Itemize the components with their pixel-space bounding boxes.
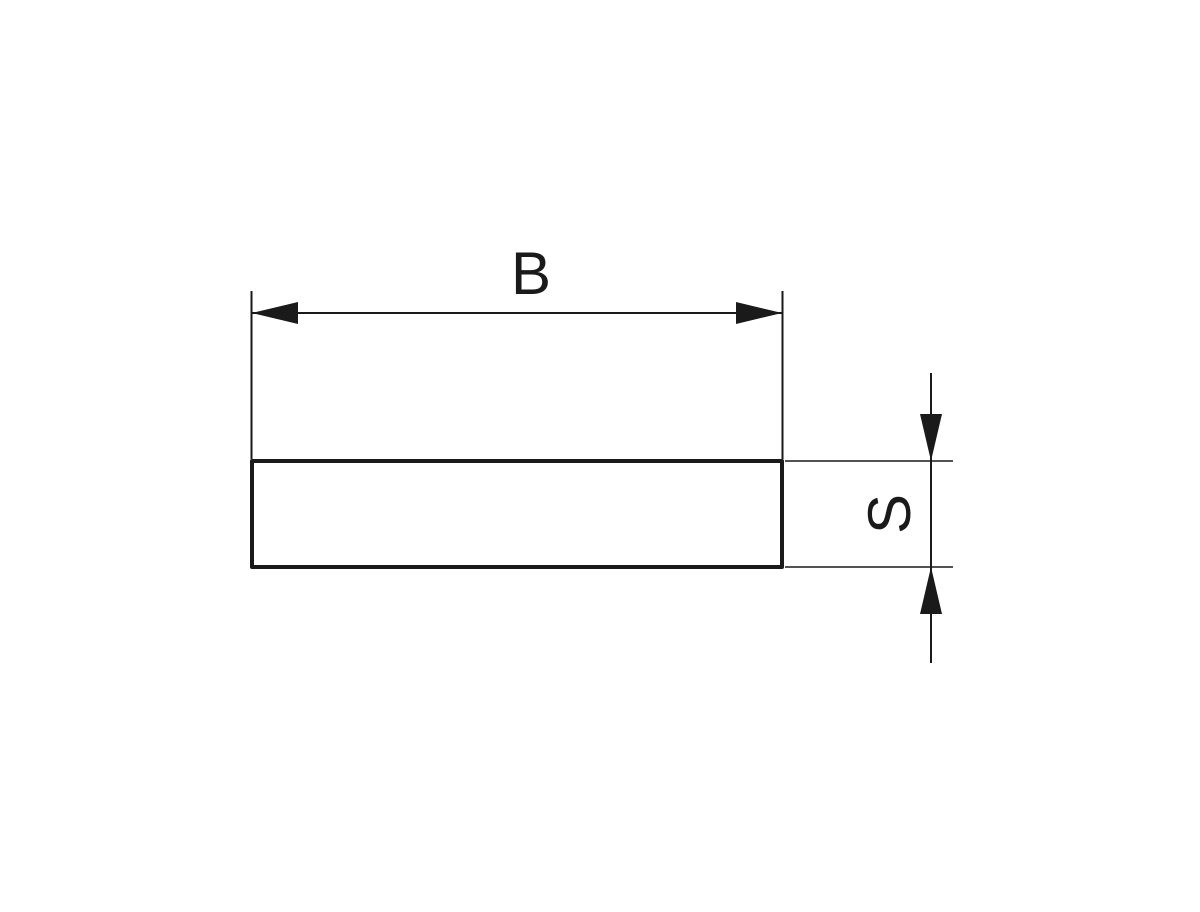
width-arrow-left-icon xyxy=(252,302,298,324)
thickness-label: S xyxy=(856,494,923,534)
thickness-arrow-top-icon xyxy=(920,414,942,461)
width-arrow-right-icon xyxy=(736,302,782,324)
thickness-arrow-bottom-icon xyxy=(920,567,942,614)
width-label: B xyxy=(511,240,551,307)
cross-section-rectangle xyxy=(250,459,784,569)
